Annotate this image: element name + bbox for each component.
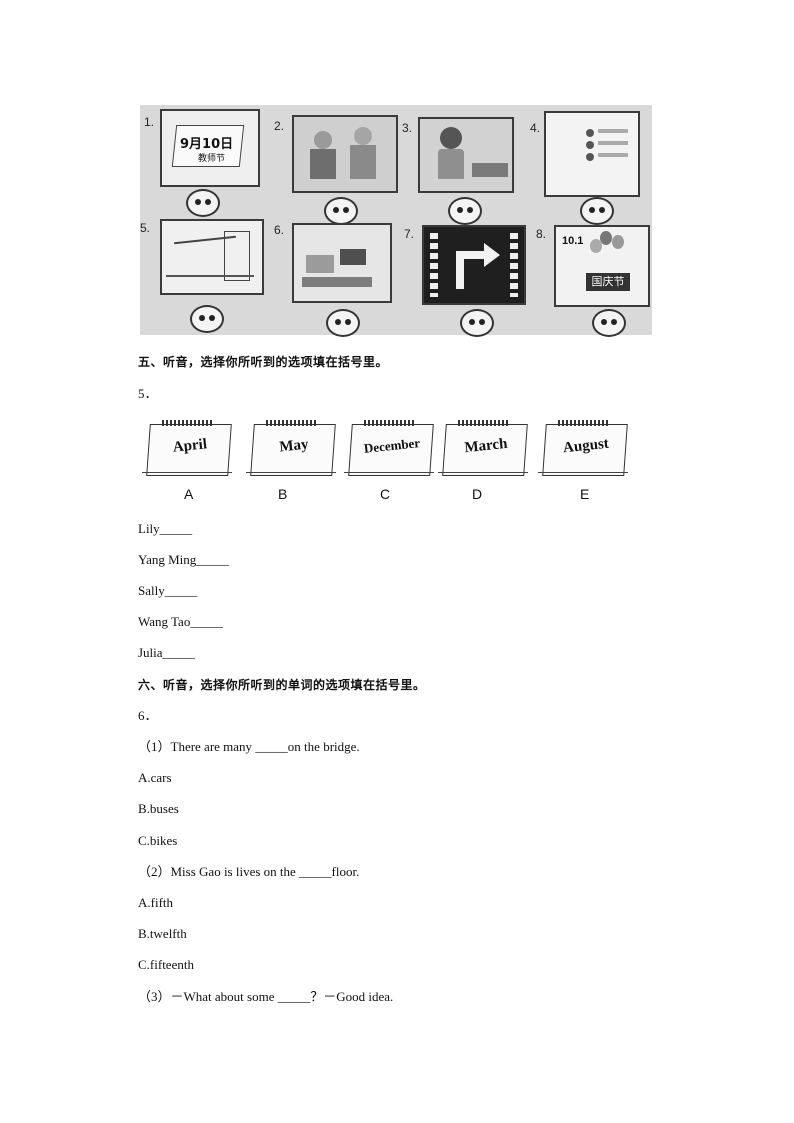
answer-face-4 [580,197,614,225]
name-blank-lily[interactable]: Lily_____ [138,521,193,536]
turn-right-sign-picture [422,225,526,305]
checklist-picture [544,111,640,197]
national-day-date: 10.1 [562,235,584,247]
option-c-fifteenth[interactable]: C.fifteenth [138,957,194,972]
question-6-3-text: （3）－What about some _____？－Good idea. [138,989,394,1004]
national-day-picture: 10.1 国庆节 [554,225,650,307]
picture-number-3: 3. [402,121,413,135]
boys-playing-picture [292,115,398,193]
picture-number-5: 5. [140,221,151,235]
answer-face-2 [324,197,358,225]
option-a-fifth[interactable]: A.fifth [138,895,174,910]
building-picture [160,219,264,295]
living-room-picture [292,223,392,303]
scanned-picture-panel: 1. 9月10日 教师节 2. 3. 4. 5. 6. [140,105,652,337]
option-c-bikes[interactable]: C.bikes [138,833,178,848]
picture-number-8: 8. [536,227,547,241]
picture-number-4: 4. [530,121,541,135]
picture-number-1: 1. [144,115,155,129]
answer-face-7 [460,309,494,337]
question-6-2-text: （2）Miss Gao is lives on the _____floor. [138,864,360,879]
name-blank-julia[interactable]: Julia_____ [138,645,196,660]
answer-face-1 [186,189,220,217]
name-blank-sally[interactable]: Sally_____ [138,583,198,598]
option-letter-d: D [472,486,483,502]
teachers-day-date: 9月10日 [180,137,234,152]
teachers-day-label: 教师节 [198,154,226,164]
option-letter-b: B [278,486,288,502]
calendar-march: March [438,418,528,480]
calendar-may: May [246,418,336,480]
name-blank-wang-tao[interactable]: Wang Tao_____ [138,614,223,629]
question-6-number: 6． [138,708,158,723]
option-a-cars[interactable]: A.cars [138,770,172,785]
answer-face-6 [326,309,360,337]
name-blank-yang-ming[interactable]: Yang Ming_____ [138,552,229,567]
option-letter-c: C [380,486,391,502]
calendar-december: December [344,418,434,480]
teachers-day-calendar-picture: 9月10日 教师节 [160,109,260,187]
answer-face-5 [190,305,224,333]
calendar-august: August [538,418,628,480]
option-letter-a: A [184,486,194,502]
option-b-buses[interactable]: B.buses [138,801,179,816]
section-six-heading: 六、听音，选择你所听到的单词的选项填在括号里。 [138,678,426,692]
picture-number-7: 7. [404,227,415,241]
question-5-number: 5． [138,386,158,401]
picture-number-2: 2. [274,119,285,133]
answer-face-8 [592,309,626,337]
question-6-1-text: （1）There are many _____on the bridge. [138,739,360,754]
section-five-heading: 五、听音，选择你所听到的选项填在括号里。 [138,355,389,369]
girl-picture [418,117,514,193]
option-letter-e: E [580,486,590,502]
option-b-twelfth[interactable]: B.twelfth [138,926,187,941]
national-day-label: 国庆节 [586,273,630,291]
picture-number-6: 6. [274,223,285,237]
answer-face-3 [448,197,482,225]
calendar-april: April [142,418,232,480]
